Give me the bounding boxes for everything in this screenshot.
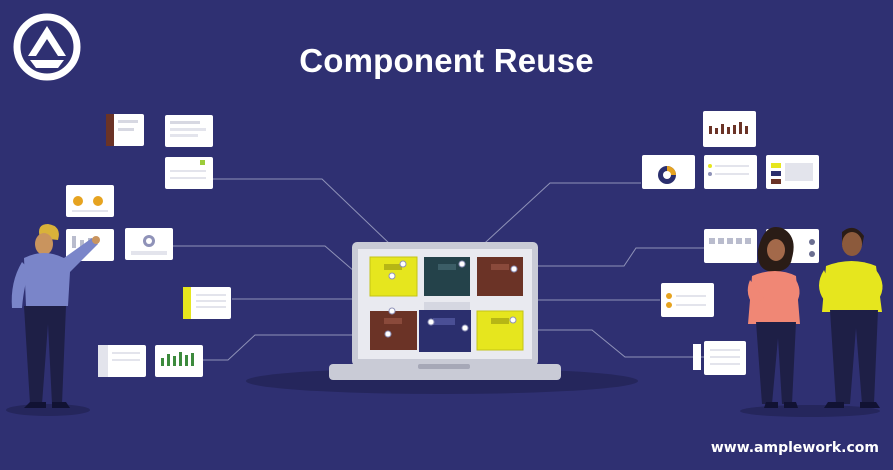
floating-cards-right — [642, 111, 819, 375]
floating-cards-left — [66, 114, 231, 377]
page-title: Component Reuse — [299, 42, 594, 79]
tile-yellow-bottom — [476, 310, 524, 351]
website-url[interactable]: www.amplework.com — [710, 440, 879, 456]
tile-navy-center — [419, 310, 471, 352]
person-left — [11, 224, 100, 408]
connector-lines — [173, 178, 704, 361]
people-right-shadow — [740, 405, 880, 417]
amplework-logo-icon — [13, 13, 81, 81]
tile-brown-bottom — [370, 311, 417, 350]
person-left-shadow — [6, 404, 90, 416]
tile-brown-top — [477, 257, 523, 296]
person-woman — [747, 226, 800, 408]
person-man — [819, 227, 883, 408]
laptop — [329, 242, 561, 380]
tile-yellow-top — [369, 256, 418, 297]
